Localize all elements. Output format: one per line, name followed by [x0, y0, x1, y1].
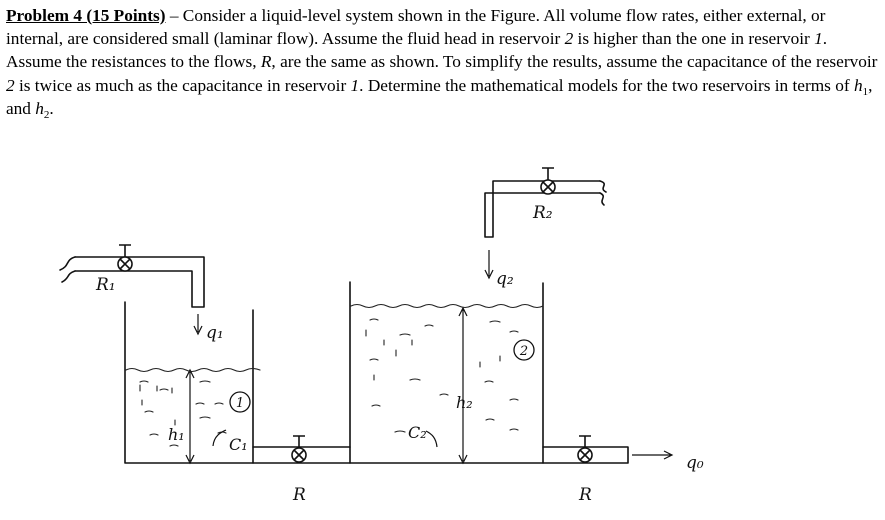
tank-1-walls	[124, 301, 254, 464]
q2-label: q₂	[496, 269, 514, 289]
reservoir-ref: 1	[350, 75, 360, 95]
reservoir-ref: 2	[564, 29, 574, 49]
statement-text: . Assume the resistances to the flows,	[6, 29, 828, 72]
statement-text: is twice as much as the capacitance in r…	[14, 75, 351, 95]
connecting-pipe	[252, 446, 351, 464]
valve-R1-icon	[117, 244, 133, 272]
tank-2-number: 2	[519, 344, 528, 359]
q1-label: q₁	[206, 323, 224, 343]
tank-2-vertical-marks	[365, 329, 521, 381]
statement-text: is higher than the one in reservoir	[573, 29, 815, 49]
R-middle-label: R	[292, 485, 306, 505]
h2-arrow	[458, 306, 468, 465]
R2-label: R₂	[532, 203, 553, 223]
resistance-symbol: R	[260, 52, 272, 72]
h-symbol: h	[853, 75, 863, 95]
inlet-pipe-1	[74, 256, 205, 308]
h-subscript: 2	[43, 108, 50, 121]
statement-text: , are the same as shown. To simplify the…	[271, 52, 878, 72]
statement-text: , and	[6, 75, 873, 118]
C2-label: C₂	[408, 423, 427, 442]
R-outlet-label: R	[578, 485, 592, 505]
C1-label: C₁	[229, 435, 248, 454]
pipe-break-1	[59, 256, 76, 283]
reservoir-ref: 2	[6, 75, 15, 95]
q0-label: q₀	[686, 453, 704, 473]
R1-label: R₁	[95, 275, 116, 295]
q2-arrow	[484, 250, 494, 280]
tank-2-walls	[349, 281, 544, 464]
tank-1-number: 1	[236, 396, 244, 411]
tank-1-vertical-marks	[139, 384, 176, 426]
h1-label: h₁	[168, 425, 185, 444]
tank-1-badge	[229, 391, 251, 413]
h-subscript: 1	[862, 85, 869, 98]
tank-1-surface	[125, 367, 261, 373]
q1-arrow	[193, 314, 203, 336]
heading-dash: –	[165, 6, 183, 25]
problem-statement: Problem 4 (15 Points) – Consider a liqui…	[6, 4, 882, 120]
pipe-break-2	[599, 180, 607, 206]
statement-text: .	[49, 98, 54, 118]
tank-2-surface	[350, 303, 544, 309]
problem-heading: Problem 4 (15 Points)	[6, 6, 166, 25]
reservoir-ref: 1	[814, 29, 823, 49]
statement-text: Consider a liquid-level system shown in …	[6, 6, 826, 49]
C2-pointer	[425, 430, 438, 448]
h-symbol: h	[35, 98, 44, 118]
valve-R-middle-icon	[291, 435, 307, 463]
C1-pointer	[212, 429, 227, 447]
h1-arrow	[185, 368, 195, 465]
h2-label: h₂	[456, 393, 473, 412]
liquid-level-system-figure: 1 2 R₁ R₂ q₁ q₂ q₀ h₁ h₂ C₁ C₂ R R	[59, 167, 704, 505]
tank-2-water-marks	[369, 318, 519, 433]
valve-R-outlet-icon	[577, 435, 593, 463]
valve-R2-icon	[540, 167, 556, 195]
tank-2-badge	[513, 339, 535, 361]
q0-arrow	[632, 450, 674, 460]
statement-text: . Determine the mathematical models for …	[359, 75, 854, 95]
